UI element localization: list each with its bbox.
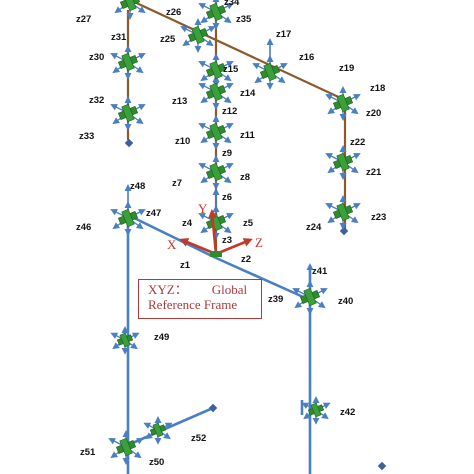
pipe-end-cap bbox=[124, 138, 134, 148]
joint-cube bbox=[310, 402, 322, 418]
legend-line-2: Reference Frame bbox=[148, 297, 238, 312]
joint-cube bbox=[121, 208, 135, 228]
joint-label-z23: z23 bbox=[371, 212, 386, 223]
joint-label-z49: z49 bbox=[154, 332, 169, 343]
pipe-end-cap bbox=[208, 403, 218, 413]
joint-label-z16: z16 bbox=[299, 52, 314, 63]
joint-label-z47: z47 bbox=[146, 208, 161, 219]
joint-label-z34: z34 bbox=[224, 0, 240, 8]
reference-frame-legend: XYZ： Global Reference Frame bbox=[138, 279, 262, 319]
joint-label-z19: z19 bbox=[339, 63, 354, 74]
x-axis-label: X bbox=[167, 237, 177, 252]
joint-label-z41: z41 bbox=[312, 266, 328, 277]
joint-cube bbox=[121, 103, 135, 123]
joint-cube bbox=[209, 162, 223, 182]
joint-label-z15: z15 bbox=[223, 64, 239, 75]
joint-label-z9: z9 bbox=[222, 148, 232, 159]
joint-label-z24: z24 bbox=[306, 222, 322, 233]
joint-label-z20: z20 bbox=[366, 108, 381, 119]
joint-label-z50: z50 bbox=[149, 457, 164, 468]
joint-label-z10: z10 bbox=[175, 136, 190, 147]
joint-label-z46: z46 bbox=[76, 222, 91, 233]
joint-label-z17: z17 bbox=[276, 29, 291, 40]
joint-cube bbox=[152, 422, 164, 438]
joint-cube bbox=[209, 122, 223, 142]
joint-label-z3: z3 bbox=[222, 235, 232, 246]
joint-label-z14: z14 bbox=[240, 88, 256, 99]
legend-frame-word: Global bbox=[211, 282, 248, 297]
joint-label-z31: z31 bbox=[111, 32, 127, 43]
joint-label-z27: z27 bbox=[76, 14, 91, 25]
y-axis-arrow bbox=[208, 209, 218, 255]
joint-label-z25: z25 bbox=[160, 34, 176, 45]
joint-label-z4: z4 bbox=[182, 218, 193, 229]
y-axis-label: Y bbox=[198, 201, 208, 216]
joint-cube bbox=[209, 82, 223, 102]
joint-label-z5: z5 bbox=[243, 218, 254, 229]
joint-cube bbox=[209, 60, 223, 80]
joint-label-z40: z40 bbox=[338, 296, 353, 307]
legend-frame-name: XYZ： bbox=[148, 282, 188, 297]
frame-segment bbox=[127, 213, 217, 260]
joint-label-z35: z35 bbox=[236, 14, 252, 25]
joint-cube bbox=[336, 152, 350, 172]
pipe-segment bbox=[129, 0, 346, 101]
joint-label-z51: z51 bbox=[80, 447, 96, 458]
pipe-end-cap bbox=[377, 461, 387, 471]
joint-label-z30: z30 bbox=[89, 52, 104, 63]
joint-label-z32: z32 bbox=[89, 95, 104, 106]
joint-cube bbox=[119, 332, 131, 348]
joint-label-z1: z1 bbox=[180, 260, 191, 271]
joint-label-z42: z42 bbox=[340, 407, 355, 418]
joint-cube bbox=[119, 437, 133, 457]
joint-label-z26: z26 bbox=[166, 7, 181, 18]
pipe-end-cap bbox=[339, 226, 349, 236]
joint-label-z11: z11 bbox=[240, 130, 256, 141]
joint-label-z33: z33 bbox=[79, 131, 94, 142]
joint-label-z48: z48 bbox=[130, 181, 145, 192]
joint-label-z39: z39 bbox=[268, 294, 283, 305]
joint-cube bbox=[209, 2, 223, 22]
joint-label-z8: z8 bbox=[240, 172, 250, 183]
origin-cube bbox=[210, 251, 222, 257]
joint-label-z18: z18 bbox=[370, 83, 385, 94]
joint-label-z2: z2 bbox=[241, 254, 251, 265]
joint-label-z52: z52 bbox=[191, 433, 206, 444]
joint-label-z13: z13 bbox=[172, 96, 187, 107]
joint-cube bbox=[336, 93, 350, 113]
joint-label-z12: z12 bbox=[222, 106, 237, 117]
joint-cube bbox=[121, 52, 135, 72]
global-origin: X Y Z bbox=[167, 201, 263, 257]
joint-cube bbox=[123, 0, 137, 12]
joint-cube bbox=[263, 62, 277, 82]
joint-label-z7: z7 bbox=[172, 178, 182, 189]
joint-markers bbox=[115, 0, 354, 457]
joint-labels: z1 z2 z3 z4 z5 z6 z7 z8 z9 z10 z11 z12 z13 z14 z15 z16 z… bbox=[76, 0, 386, 468]
joint-label-z6: z6 bbox=[222, 192, 232, 203]
joint-cube bbox=[191, 25, 205, 45]
joint-label-z22: z22 bbox=[350, 137, 365, 148]
z-axis-label: Z bbox=[255, 235, 263, 250]
joint-label-z21: z21 bbox=[366, 167, 382, 178]
joint-cube bbox=[336, 202, 350, 222]
joint-cube bbox=[303, 287, 317, 307]
